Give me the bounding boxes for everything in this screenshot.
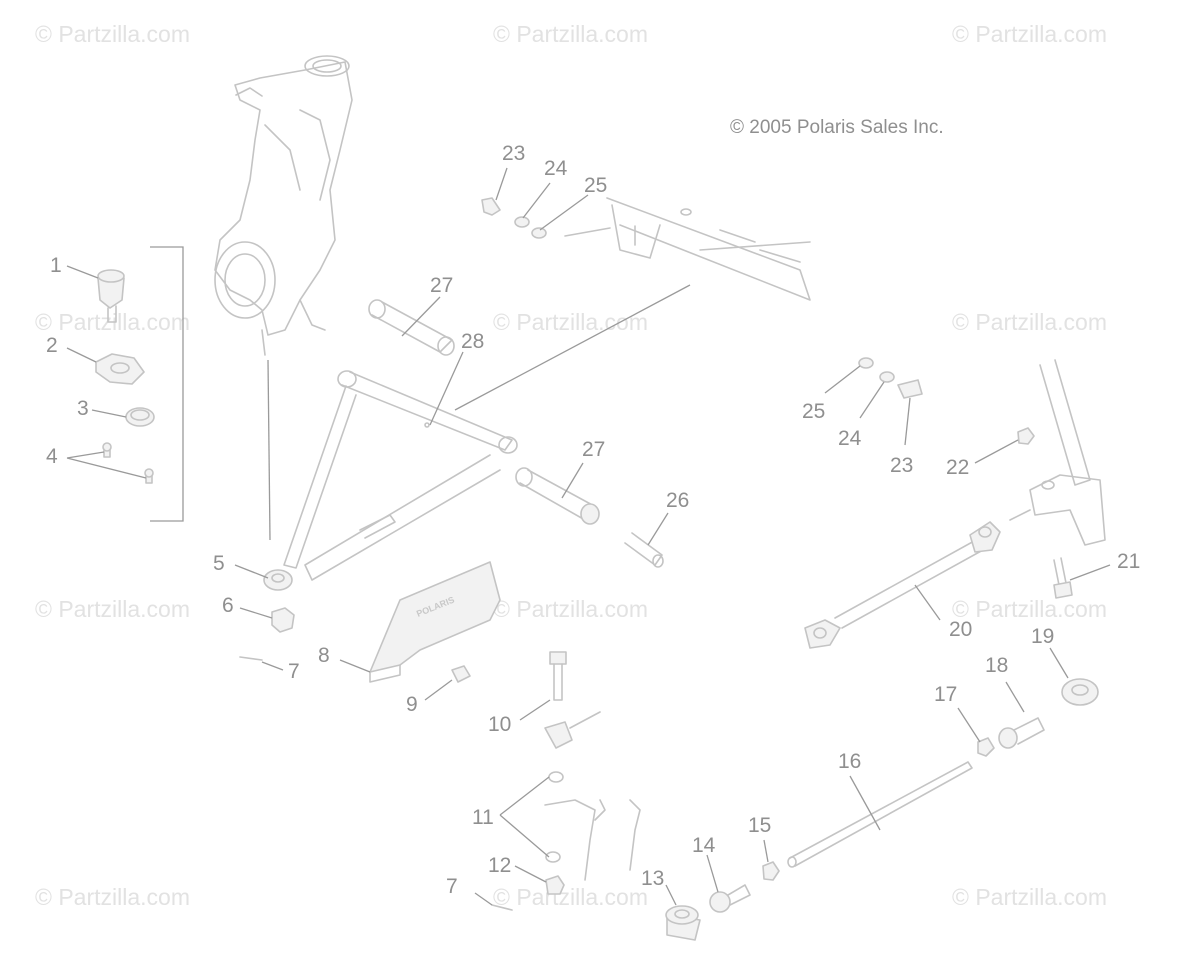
callout-4[interactable]: 4 xyxy=(46,445,58,468)
callout-20[interactable]: 20 xyxy=(949,618,972,641)
guard-bolt-drawing xyxy=(451,665,471,683)
watermark-3: © Partzilla.com xyxy=(952,21,1107,47)
tie-rod-nut-drawing xyxy=(977,737,995,757)
callout-21[interactable]: 21 xyxy=(1117,550,1140,573)
callout-24-upper[interactable]: 24 xyxy=(544,157,568,180)
frame-section-drawing xyxy=(564,197,811,301)
callout-24-lower[interactable]: 24 xyxy=(838,427,862,450)
callout-19[interactable]: 19 xyxy=(1031,625,1054,648)
assembly-guide-line xyxy=(267,359,271,541)
pivot-tube-top-drawing xyxy=(368,299,455,356)
rod-end-small-drawing xyxy=(709,884,751,913)
a-arm-frame-guide xyxy=(454,284,691,411)
callout-8[interactable]: 8 xyxy=(318,644,330,667)
callout-13[interactable]: 13 xyxy=(641,867,664,890)
nut-drawing xyxy=(545,875,565,895)
watermark-1: © Partzilla.com xyxy=(35,21,190,47)
watermark-10: © Partzilla.com xyxy=(35,884,190,910)
callout-28[interactable]: 28 xyxy=(461,330,484,353)
watermark-5: © Partzilla.com xyxy=(493,309,648,335)
watermark-12: © Partzilla.com xyxy=(952,884,1107,910)
watermark-9: © Partzilla.com xyxy=(952,596,1107,622)
cotter-pin-lower-drawing xyxy=(491,904,513,911)
callout-22[interactable]: 22 xyxy=(946,456,969,479)
jam-nut-drawing xyxy=(762,861,780,881)
watermark-2: © Partzilla.com xyxy=(493,21,648,47)
callout-25-lower[interactable]: 25 xyxy=(802,400,825,423)
callout-3[interactable]: 3 xyxy=(77,397,89,420)
retainer-plate-drawing xyxy=(95,353,145,385)
rod-end-large-drawing xyxy=(998,717,1045,749)
callout-27-lower[interactable]: 27 xyxy=(582,438,605,461)
a-arm-fasteners-drawing xyxy=(858,357,923,399)
steering-nut-drawing xyxy=(1017,427,1035,445)
steering-tie-rod-drawing xyxy=(804,521,1001,649)
callout-23-lower[interactable]: 23 xyxy=(890,454,913,477)
callout-15[interactable]: 15 xyxy=(748,814,771,837)
cotter-pin-upper-drawing xyxy=(239,656,263,661)
callout-16[interactable]: 16 xyxy=(838,750,861,773)
watermark-7: © Partzilla.com xyxy=(35,596,190,622)
bushing-drawing xyxy=(665,905,701,941)
a-arm-guard-drawing: POLARIS xyxy=(369,561,501,683)
callout-6[interactable]: 6 xyxy=(222,594,234,617)
rivets-drawing xyxy=(102,442,154,484)
callout-1[interactable]: 1 xyxy=(50,254,62,277)
castle-nut-drawing xyxy=(271,607,295,633)
callout-26[interactable]: 26 xyxy=(666,489,689,512)
callout-12[interactable]: 12 xyxy=(488,854,511,877)
tie-rod-drawing xyxy=(787,761,973,868)
callout-11[interactable]: 11 xyxy=(472,806,494,829)
a-arm-drawing xyxy=(263,370,518,591)
stabilizer-bracket-drawing xyxy=(544,711,641,881)
ball-joint-drawing xyxy=(97,269,125,323)
watermark-6: © Partzilla.com xyxy=(952,309,1107,335)
sleeve-drawing xyxy=(624,532,664,568)
callout-9[interactable]: 9 xyxy=(406,693,418,716)
watermark-8: © Partzilla.com xyxy=(493,596,648,622)
rod-end-bushing-drawing xyxy=(1061,678,1099,706)
callout-numbers: 1 2 3 4 5 6 7 8 9 10 11 12 7 13 14 15 16… xyxy=(46,142,1140,898)
leader-lines xyxy=(66,167,1111,906)
watermarks: © Partzilla.com © Partzilla.com © Partzi… xyxy=(35,21,1107,910)
group-bracket xyxy=(150,246,184,522)
callout-27-upper[interactable]: 27 xyxy=(430,274,453,297)
callout-7-lower[interactable]: 7 xyxy=(446,875,458,898)
steering-knuckle-drawing xyxy=(214,55,353,356)
callout-17[interactable]: 17 xyxy=(934,683,957,706)
snap-ring-inner xyxy=(130,409,150,421)
watermark-11: © Partzilla.com xyxy=(493,884,648,910)
steering-bolt-drawing xyxy=(1053,557,1073,599)
frame-fasteners-drawing xyxy=(481,197,547,239)
callout-7-upper[interactable]: 7 xyxy=(288,660,300,683)
callout-14[interactable]: 14 xyxy=(692,834,716,857)
long-bolt-drawing xyxy=(549,651,567,701)
callout-18[interactable]: 18 xyxy=(985,654,1008,677)
callout-23-upper[interactable]: 23 xyxy=(502,142,525,165)
callout-5[interactable]: 5 xyxy=(213,552,225,575)
steering-post-drawing xyxy=(1009,359,1106,546)
callout-2[interactable]: 2 xyxy=(46,334,58,357)
pivot-tube-lower-drawing xyxy=(515,467,600,525)
callout-10[interactable]: 10 xyxy=(488,713,511,736)
callout-25-upper[interactable]: 25 xyxy=(584,174,607,197)
copyright-text: © 2005 Polaris Sales Inc. xyxy=(730,117,944,138)
